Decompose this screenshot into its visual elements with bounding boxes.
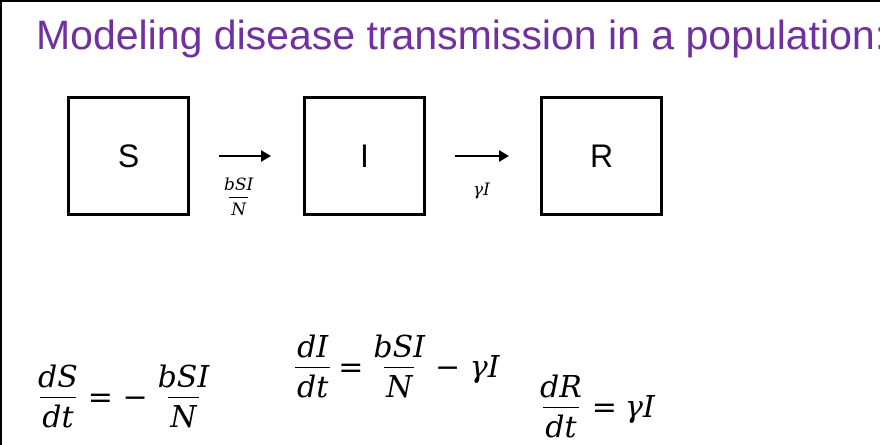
equation-i-rhs: bSI N (371, 330, 427, 405)
infection-rate-numerator: bSI (224, 175, 254, 195)
equation-i-tail: − γI (435, 350, 500, 385)
arrow-i-to-r (455, 150, 509, 162)
equation-i-lhs-den: dt (295, 367, 331, 405)
equation-i-lhs-num: dI (297, 330, 329, 365)
equation-i: dI dt = bSI N − γI (295, 330, 499, 405)
compartment-s-label: S (117, 137, 140, 174)
equation-s-lhs-den: dt (40, 397, 76, 435)
equation-r: dR dt = γI (538, 370, 655, 445)
compartment-r-label: R (589, 137, 614, 174)
equation-s-rhs-den: N (168, 397, 199, 435)
equation-s-rhs: bSI N (156, 360, 212, 435)
equation-s-rhs-num: bSI (157, 360, 210, 395)
equation-i-rhs-num: bSI (373, 330, 426, 365)
infection-rate-label: bSI N (222, 175, 255, 220)
equation-r-lhs-num: dR (540, 370, 582, 405)
equation-r-rhs: γI (624, 390, 655, 425)
equation-r-op: = (591, 390, 617, 425)
equation-i-rhs-den: N (384, 367, 415, 405)
equation-s-op: = − (87, 380, 148, 415)
equation-s-lhs: dS dt (36, 360, 80, 435)
infection-rate-denominator: N (229, 197, 249, 220)
compartment-r: R (540, 96, 663, 216)
equation-r-lhs-den: dt (543, 407, 579, 445)
slide-title: Modeling disease transmission in a popul… (36, 12, 880, 58)
compartment-s: S (67, 96, 190, 216)
compartment-i-label: I (360, 137, 369, 174)
compartment-i: I (303, 96, 426, 216)
arrow-s-to-i (219, 150, 271, 162)
equation-s: dS dt = − bSI N (36, 360, 211, 435)
equation-r-lhs: dR dt (538, 370, 584, 445)
equation-s-lhs-num: dS (38, 360, 78, 395)
equation-i-lhs: dI dt (295, 330, 331, 405)
equation-i-op: = (338, 350, 364, 385)
recovery-rate-label: γI (473, 180, 490, 200)
